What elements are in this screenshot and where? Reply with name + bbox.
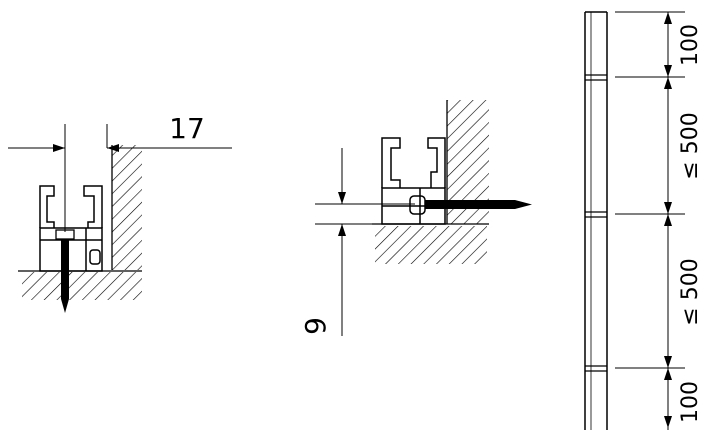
detail-center-wall-mount: 9 — [299, 100, 532, 336]
profile-section — [39, 185, 103, 272]
profile-section — [381, 137, 446, 225]
dim-label-upper-500: ≤ 500 — [678, 112, 703, 179]
floor-hatch — [375, 226, 487, 264]
fixing-point-2 — [585, 211, 607, 218]
screw-icon — [425, 200, 532, 209]
fixing-point-3 — [585, 365, 607, 372]
dim-label-9: 9 — [299, 317, 332, 335]
detail-left-floor-mount: 17 — [8, 112, 232, 313]
fixing-point-1 — [585, 74, 607, 81]
dim-label-17: 17 — [169, 112, 205, 145]
rail-elevation: 100 ≤ 500 ≤ 500 100 — [584, 11, 703, 430]
dim-label-lower-500: ≤ 500 — [678, 258, 703, 325]
wall-hatch — [112, 145, 142, 270]
floor-hatch — [22, 272, 142, 300]
dim-label-top-100: 100 — [678, 24, 703, 66]
dim-label-bottom-100: 100 — [678, 381, 703, 423]
